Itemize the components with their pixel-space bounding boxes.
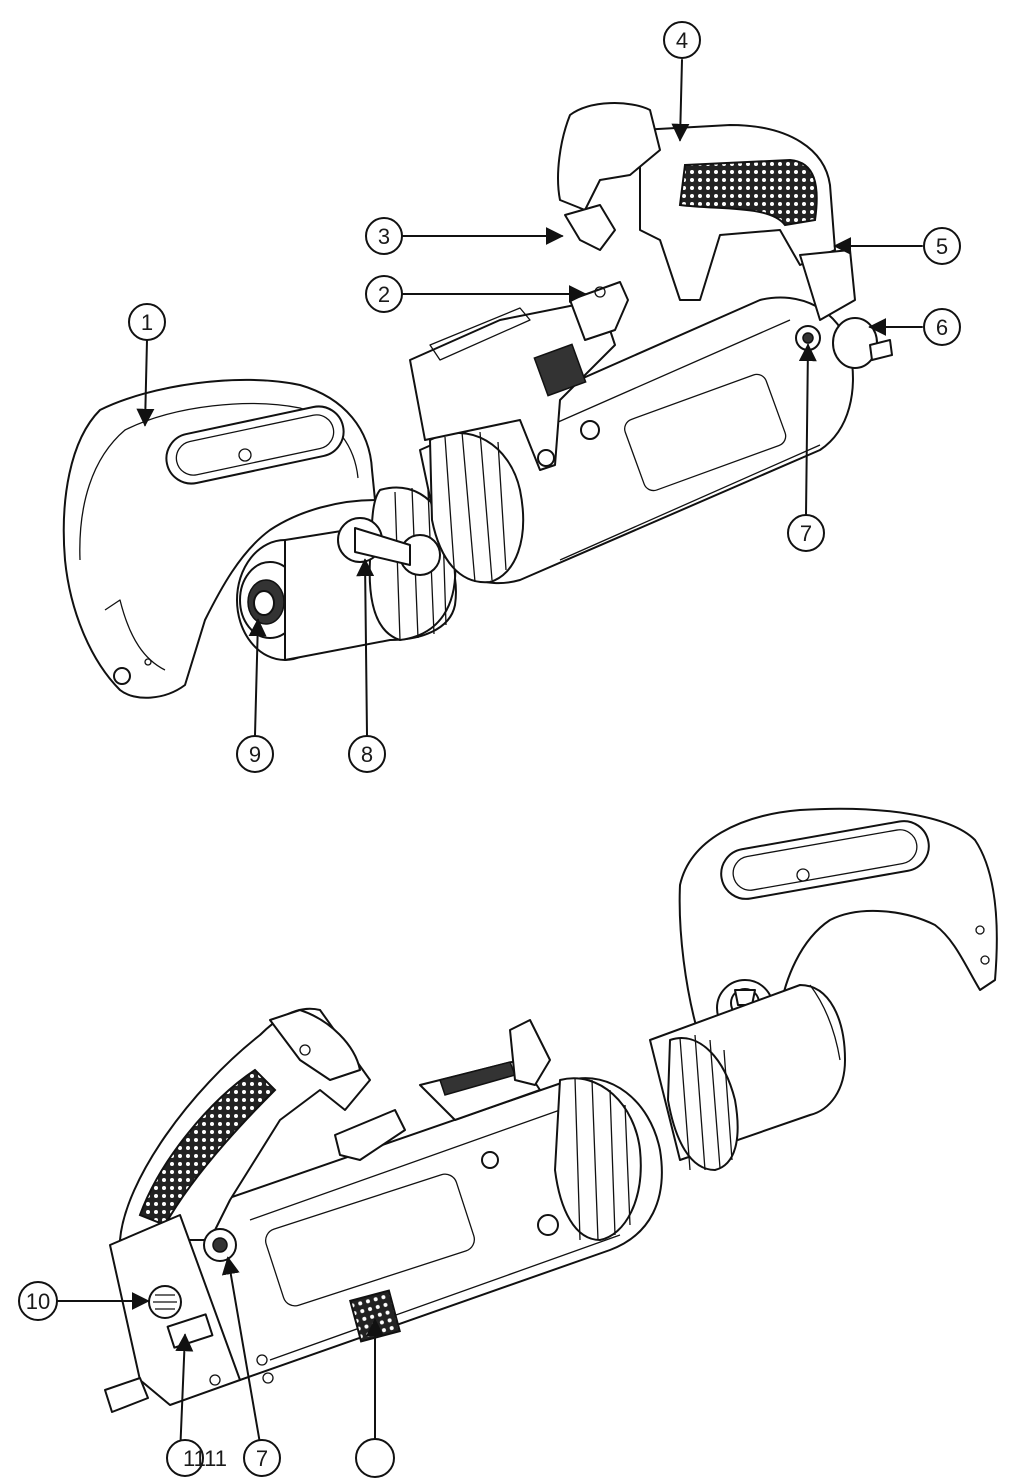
callout-11: 1111: [166, 1439, 227, 1477]
callout-10-label: 10: [26, 1289, 50, 1314]
callout-7-bottom-label: 7: [256, 1446, 268, 1471]
callout-9-label: 9: [249, 742, 261, 767]
end-cap-6: [832, 317, 878, 369]
callout-7-bottom: 7: [243, 1439, 281, 1477]
callout-6: 6: [923, 308, 961, 346]
callout-4-label: 4: [676, 28, 688, 53]
callout-8: 8: [348, 735, 386, 773]
callout-6-label: 6: [936, 315, 948, 340]
callout-12-empty: [355, 1438, 395, 1478]
callout-4: 4: [663, 21, 701, 59]
trigger-lever: [557, 102, 661, 211]
tool-view-top: [62, 102, 893, 699]
callout-7-top-label: 7: [800, 521, 812, 546]
callout-11-label: 1111: [183, 1446, 227, 1471]
callout-2-label: 2: [378, 282, 390, 307]
callout-1-label: 1: [141, 310, 153, 335]
handle-grip-bottom: [138, 1068, 277, 1227]
tool-view-bottom: [104, 807, 998, 1413]
callout-3: 3: [365, 217, 403, 255]
callout-7-top: 7: [787, 514, 825, 552]
leader-lines: [57, 59, 923, 1456]
jaw-slot-top: [165, 405, 345, 485]
callout-1: 1: [128, 303, 166, 341]
callouts: 1 2 3 4 5 6 7 8: [18, 21, 961, 1478]
top-latch-housing: [409, 299, 616, 471]
handle-grip: [678, 158, 818, 227]
callout-3-label: 3: [378, 224, 390, 249]
callout-5: 5: [923, 227, 961, 265]
knurled-ring-bottom: [667, 1037, 739, 1171]
callout-8-label: 8: [361, 742, 373, 767]
connector-block: [349, 1289, 401, 1343]
callout-10: 10: [18, 1281, 58, 1321]
jaw-slot-bottom: [720, 820, 930, 900]
callout-5-label: 5: [936, 234, 948, 259]
callout-9: 9: [236, 735, 274, 773]
callout-2: 2: [365, 275, 403, 313]
